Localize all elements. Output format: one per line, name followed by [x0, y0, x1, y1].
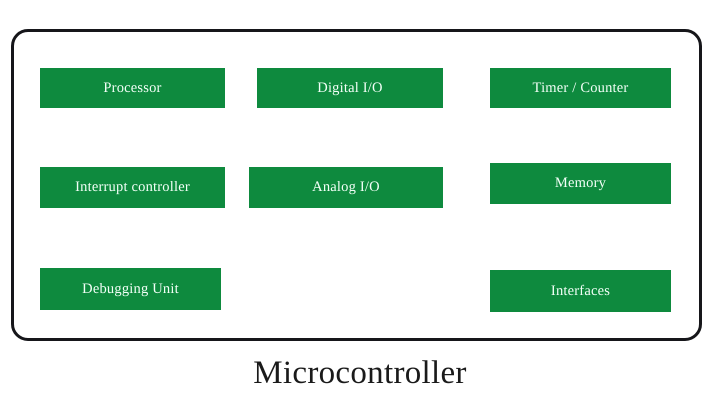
block-label-digital-io: Digital I/O	[317, 79, 383, 96]
block-timer-counter: Timer / Counter	[490, 68, 671, 108]
block-interrupt-controller: Interrupt controller	[40, 167, 225, 208]
block-debugging-unit: Debugging Unit	[40, 268, 221, 310]
block-label-memory: Memory	[554, 175, 607, 192]
block-processor: Processor	[40, 68, 225, 108]
block-digital-io: Digital I/O	[257, 68, 443, 108]
block-grid: Processor Digital I/O Timer / Counter In…	[11, 29, 708, 347]
block-interfaces: Interfaces	[490, 270, 671, 312]
block-memory: Memory	[490, 163, 671, 204]
block-label-processor: Processor	[103, 79, 162, 96]
diagram-caption: Microcontroller	[253, 355, 467, 391]
block-label-debugging-unit: Debugging Unit	[82, 280, 179, 297]
block-label-timer-counter: Timer / Counter	[532, 79, 629, 96]
block-label-interrupt-controller: Interrupt controller	[75, 179, 190, 196]
block-label-interfaces: Interfaces	[550, 282, 611, 299]
block-analog-io: Analog I/O	[249, 167, 443, 208]
block-label-analog-io: Analog I/O	[312, 179, 380, 196]
